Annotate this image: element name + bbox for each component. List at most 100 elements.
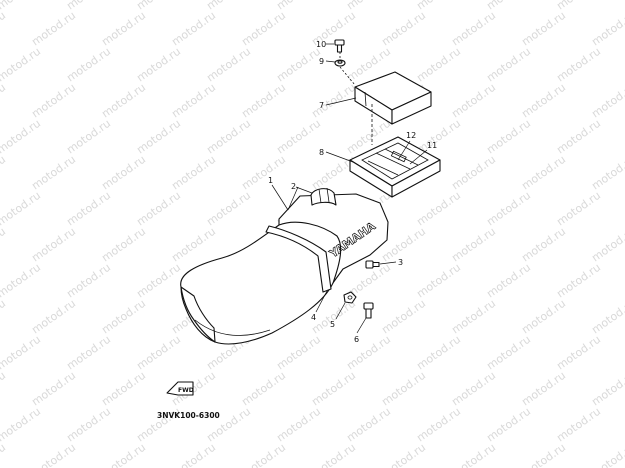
- watermark-text: motod.ru: [554, 405, 603, 445]
- callout-4: 4: [311, 313, 316, 322]
- watermark-text: motod.ru: [99, 369, 148, 409]
- watermark-text: motod.ru: [239, 441, 288, 468]
- watermark-text: motod.ru: [99, 9, 148, 49]
- watermark-text: motod.ru: [134, 189, 183, 229]
- watermark-text: motod.ru: [309, 441, 358, 468]
- watermark-text: motod.ru: [519, 369, 568, 409]
- tray-8: [349, 136, 441, 198]
- watermark-text: motod.ru: [204, 117, 253, 157]
- watermark-text: motod.ru: [0, 405, 43, 445]
- watermark-text: motod.ru: [414, 261, 463, 301]
- watermark-text: motod.ru: [29, 9, 78, 49]
- watermark-text: motod.ru: [449, 441, 498, 468]
- watermark-text: motod.ru: [449, 225, 498, 265]
- watermark-text: motod.ru: [519, 297, 568, 337]
- watermark-text: motod.ru: [169, 225, 218, 265]
- callout-10: 10: [316, 40, 326, 49]
- callout-1: 1: [268, 176, 273, 185]
- watermark-text: motod.ru: [169, 441, 218, 468]
- watermark-text: motod.ru: [204, 189, 253, 229]
- watermark-text: motod.ru: [484, 405, 533, 445]
- callout-5: 5: [330, 320, 335, 329]
- watermark-text: motod.ru: [274, 405, 323, 445]
- watermark-text: motod.ru: [309, 81, 358, 121]
- callout-12: 12: [406, 131, 416, 140]
- watermark-text: motod.ru: [0, 189, 43, 229]
- watermark-text: motod.ru: [64, 117, 113, 157]
- callout-2: 2: [291, 182, 296, 191]
- callout-8: 8: [319, 148, 324, 157]
- watermark-text: motod.ru: [169, 9, 218, 49]
- watermark-text: motod.ru: [519, 225, 568, 265]
- watermark-text: motod.ru: [64, 405, 113, 445]
- watermark-text: motod.ru: [484, 333, 533, 373]
- callout-6: 6: [354, 335, 359, 344]
- watermark-text: motod.ru: [484, 189, 533, 229]
- watermark-text: motod.ru: [484, 45, 533, 85]
- watermark-text: motod.ru: [64, 45, 113, 85]
- watermark-text: motod.ru: [449, 369, 498, 409]
- callout-11: 11: [427, 141, 437, 150]
- watermark-text: motod.ru: [379, 9, 428, 49]
- watermark-text: motod.ru: [554, 45, 603, 85]
- watermark-text: motod.ru: [134, 261, 183, 301]
- watermark-text: motod.ru: [99, 441, 148, 468]
- watermark-text: motod.ru: [29, 441, 78, 468]
- watermark-text: motod.ru: [554, 333, 603, 373]
- front-arrow-text: FWD: [178, 387, 194, 394]
- watermark-text: motod.ru: [589, 297, 625, 337]
- watermark-text: motod.ru: [64, 189, 113, 229]
- watermark-text: motod.ru: [0, 0, 43, 12]
- watermark-text: motod.ru: [519, 9, 568, 49]
- watermark-text: motod.ru: [554, 189, 603, 229]
- watermark-text: motod.ru: [0, 153, 8, 193]
- watermark-text: motod.ru: [449, 297, 498, 337]
- callout-3: 3: [398, 258, 403, 267]
- watermark-text: motod.ru: [484, 117, 533, 157]
- callout-labels: 10 9 7 8 12 11 1 2 3 4 5 6: [268, 40, 437, 344]
- watermark-text: motod.ru: [589, 81, 625, 121]
- watermark-text: motod.ru: [484, 261, 533, 301]
- watermark-text: motod.ru: [309, 369, 358, 409]
- callout-7: 7: [319, 101, 324, 110]
- watermark-text: motod.ru: [99, 153, 148, 193]
- watermark-text: motod.ru: [274, 333, 323, 373]
- watermark-text: motod.ru: [134, 117, 183, 157]
- watermark-text: motod.ru: [344, 405, 393, 445]
- watermark-text: motod.ru: [449, 9, 498, 49]
- watermark-text: motod.ru: [554, 261, 603, 301]
- watermark-text: motod.ru: [0, 81, 8, 121]
- watermark-text: motod.ru: [99, 297, 148, 337]
- watermark-text: motod.ru: [239, 81, 288, 121]
- watermark-text: motod.ru: [0, 261, 43, 301]
- watermark-text: motod.ru: [204, 45, 253, 85]
- leader-lines: [271, 43, 428, 334]
- watermark-text: motod.ru: [64, 261, 113, 301]
- watermark-text: motod.ru: [414, 189, 463, 229]
- nut-5: [343, 291, 357, 304]
- watermark-text: motod.ru: [0, 333, 43, 373]
- watermark-text: motod.ru: [589, 153, 625, 193]
- washer-9: [334, 59, 346, 67]
- watermark-text: motod.ru: [589, 441, 625, 468]
- watermark-text: motod.ru: [29, 369, 78, 409]
- watermark-text: motod.ru: [239, 153, 288, 193]
- bolt-6: [363, 302, 374, 319]
- bolt-3: [365, 260, 380, 269]
- watermark-text: motod.ru: [29, 297, 78, 337]
- bolt-10: [334, 39, 345, 53]
- tool-case-7: [354, 71, 432, 125]
- callout-9: 9: [319, 57, 324, 66]
- watermark-text: motod.ru: [29, 225, 78, 265]
- watermark-text: motod.ru: [134, 45, 183, 85]
- watermark-text: motod.ru: [589, 225, 625, 265]
- watermark-text: motod.ru: [589, 369, 625, 409]
- diagram-code: 3NVK100-6300: [157, 411, 220, 420]
- watermark-text: motod.ru: [0, 45, 43, 85]
- watermark-text: motod.ru: [239, 9, 288, 49]
- watermark-text: motod.ru: [0, 441, 8, 468]
- watermark-text: motod.ru: [134, 333, 183, 373]
- watermark-text: motod.ru: [99, 225, 148, 265]
- watermark-text: motod.ru: [519, 153, 568, 193]
